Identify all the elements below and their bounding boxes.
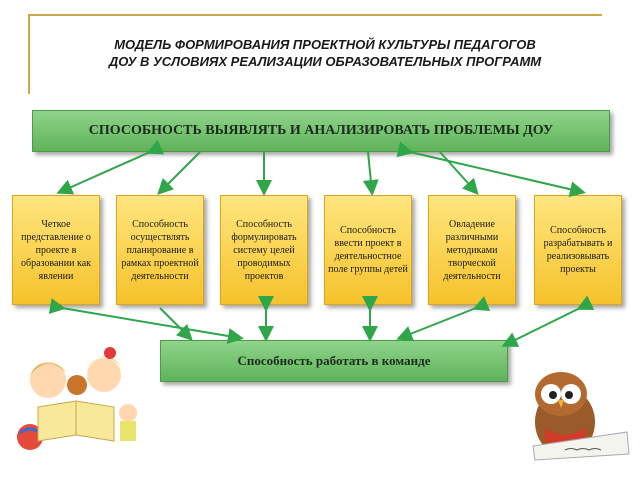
arrow-top-box2 — [157, 151, 201, 195]
box-2: Способность осуществлять планирование в … — [116, 195, 204, 305]
arrow-top-box1 — [56, 139, 165, 195]
title-line-1: МОДЕЛЬ ФОРМИРОВАНИЯ ПРОЕКТНОЙ КУЛЬТУРЫ П… — [114, 37, 536, 52]
frame-top-line — [28, 14, 602, 16]
arrow-box2-bottom — [159, 307, 193, 341]
arrow-top-box4 — [362, 151, 379, 196]
diagram-title: МОДЕЛЬ ФОРМИРОВАНИЯ ПРОЕКТНОЙ КУЛЬТУРЫ П… — [40, 36, 610, 70]
children-reading-illustration — [17, 347, 137, 450]
bottom-node: Способность работать в команде — [160, 340, 508, 382]
frame-left-line — [28, 14, 30, 94]
box-6: Способность разрабатывать и реализовыват… — [534, 195, 622, 305]
arrow-top-box6 — [396, 141, 586, 198]
title-line-2: ДОУ В УСЛОВИЯХ РЕАЛИЗАЦИИ ОБРАЗОВАТЕЛЬНЫ… — [108, 54, 542, 69]
owl-writing-illustration — [532, 372, 630, 461]
top-node: СПОСОБНОСТЬ ВЫЯВЛЯТЬ И АНАЛИЗИРОВАТЬ ПРО… — [32, 110, 610, 152]
box-5: Овладение различными методиками творческ… — [428, 195, 516, 305]
box-4: Способность ввести проект в деятельностн… — [324, 195, 412, 305]
arrow-box5-bottom — [396, 296, 491, 342]
arrow-box1-bottom — [48, 298, 244, 344]
arrow-box6-bottom — [501, 295, 595, 347]
box-3: Способность формулировать систему целей … — [220, 195, 308, 305]
arrow-top-box5 — [439, 151, 479, 195]
